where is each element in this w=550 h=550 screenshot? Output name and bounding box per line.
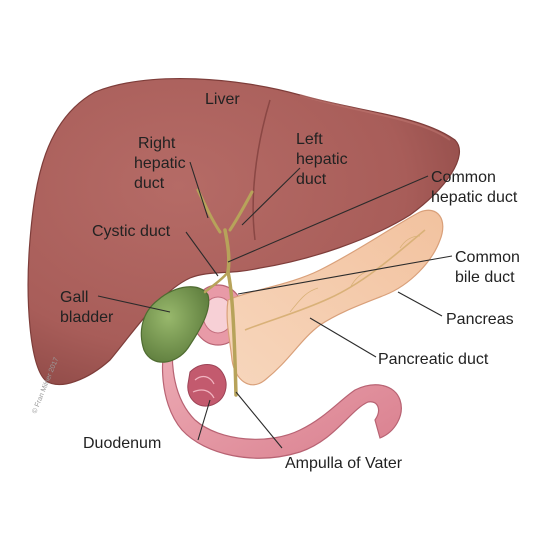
- pancreas-organ: [226, 209, 444, 386]
- label-gall-bladder-line2: bladder: [60, 309, 114, 326]
- label-common-hepatic-duct-line2: hepatic duct: [431, 189, 518, 206]
- label-right-hepatic-duct-line2: hepatic: [134, 155, 186, 172]
- leader-lines: [97, 161, 453, 449]
- label-ampulla-of-vater: Ampulla of Vater: [285, 455, 403, 472]
- liver-organ: [27, 78, 460, 385]
- label-pancreas: Pancreas: [446, 311, 514, 328]
- label-right-hepatic-duct-line1: Right: [138, 135, 176, 152]
- label-common-bile-duct-line2: bile duct: [455, 269, 515, 286]
- label-duodenum: Duodenum: [83, 435, 161, 452]
- label-cystic-duct: Cystic duct: [92, 223, 171, 240]
- label-left-hepatic-duct-line2: hepatic: [296, 151, 348, 168]
- label-liver: Liver: [205, 91, 240, 108]
- label-common-hepatic-duct-line1: Common: [431, 169, 496, 186]
- label-gall-bladder-line1: Gall: [60, 289, 88, 306]
- label-left-hepatic-duct-line3: duct: [296, 171, 327, 188]
- gallbladder-organ: [140, 286, 210, 363]
- label-right-hepatic-duct-line3: duct: [134, 175, 165, 192]
- label-common-bile-duct-line1: Common: [455, 249, 520, 266]
- label-pancreatic-duct: Pancreatic duct: [378, 351, 489, 368]
- label-left-hepatic-duct-line1: Left: [296, 131, 323, 148]
